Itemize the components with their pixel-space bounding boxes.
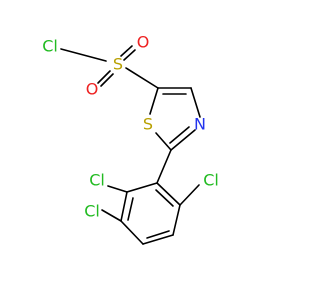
bond-ph2-cl <box>107 185 128 193</box>
atom-o-bottom: O <box>86 80 99 99</box>
bond-s-o-top-b <box>123 49 136 61</box>
bond-ph4-ph5 <box>142 234 174 245</box>
bond-s1-c5 <box>149 87 159 115</box>
atom-o-top: O <box>137 33 150 52</box>
bond-ph3-cl <box>101 209 122 222</box>
bond-ph1-ph2 <box>126 182 158 193</box>
bond-ph4-ph5-inner <box>146 230 170 239</box>
atom-cl-ring-left: Cl <box>89 171 105 190</box>
bond-c4-n3 <box>190 87 201 118</box>
bond-ph2-ph3-inner <box>127 197 134 221</box>
bond-s-o-bottom-a <box>97 70 111 84</box>
bond-ph3-ph4 <box>120 220 144 245</box>
bond-cl-s <box>60 48 107 62</box>
bond-ph2-ph3 <box>120 191 128 222</box>
bond-s-o-top-a <box>120 45 133 57</box>
bond-c2-s1 <box>155 132 172 151</box>
bond-ph6-cl <box>179 184 200 206</box>
atom-cl-ring-bottom: Cl <box>84 202 100 221</box>
bond-s-c5 <box>125 67 159 89</box>
atom-n-ring: N <box>194 115 206 134</box>
bond-n3-c2-inner <box>169 126 190 144</box>
bond-s-o-bottom-b <box>100 73 114 87</box>
bond-c2-phenyl <box>156 149 172 184</box>
atom-cl-ring-right: Cl <box>203 171 219 190</box>
molecule-diagram: Cl S O O S N Cl Cl Cl <box>42 33 219 245</box>
bond-ph5-ph6 <box>172 204 181 236</box>
bond-ph6-ph1 <box>156 182 181 206</box>
bond-ph6-ph1-inner <box>155 189 174 207</box>
atom-s-sulfonyl: S <box>113 55 123 74</box>
atom-cl-sulfonyl: Cl <box>42 37 58 56</box>
bond-n3-c2 <box>170 129 196 151</box>
atom-s-ring: S <box>143 115 153 134</box>
